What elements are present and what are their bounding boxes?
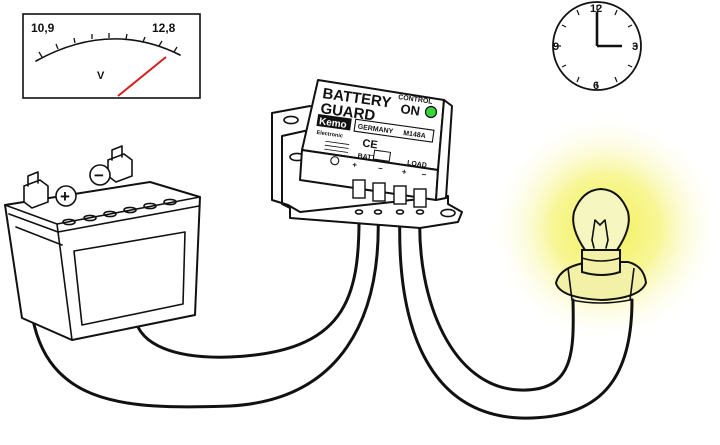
car-battery: + − xyxy=(4,145,201,341)
clock-numeral-3: 3 xyxy=(632,41,638,53)
voltmeter-max-label: 12,8 xyxy=(152,21,176,35)
terminal-load-minus xyxy=(413,188,427,208)
module-brand: Kemo xyxy=(318,116,347,131)
brand-badge xyxy=(316,113,352,131)
module-brand-sub: Electronic xyxy=(316,130,343,140)
terminal-block xyxy=(352,179,427,215)
module-battery-minus: − xyxy=(378,164,384,174)
battery-minus-terminal: − xyxy=(89,145,133,186)
module-load-plus: + xyxy=(401,167,407,177)
terminal-battery-plus xyxy=(352,179,366,199)
battery-plus-symbol: + xyxy=(60,187,70,206)
clock-numeral-12: 12 xyxy=(590,3,602,15)
terminal-battery-minus xyxy=(372,182,386,202)
voltmeter: 10,9 12,8 V xyxy=(22,13,201,99)
bulb-glass xyxy=(572,187,630,251)
light-bulb xyxy=(555,187,647,304)
module-ce-mark: CE xyxy=(362,137,379,151)
module-battery-plus: + xyxy=(352,160,358,170)
wires xyxy=(26,210,634,420)
module-model: M148A xyxy=(403,130,426,140)
battery-minus-symbol: − xyxy=(94,166,104,185)
dip-switch xyxy=(372,149,392,162)
adjust-knob xyxy=(330,156,340,166)
module-control-label: CONTROL xyxy=(398,94,434,106)
voltmeter-unit-label: V xyxy=(97,70,105,82)
module-load-label: LOAD xyxy=(407,160,428,170)
terminal-load-plus xyxy=(393,185,407,205)
control-led xyxy=(424,105,438,119)
clock-numeral-6: 6 xyxy=(593,80,599,92)
voltmeter-min-label: 10,9 xyxy=(31,21,55,35)
battery-guard-module: BATTERY GUARD CONTROL ON Kemo Electronic… xyxy=(271,79,463,229)
clock-numeral-9: 9 xyxy=(553,41,559,53)
clock: 12 3 6 9 xyxy=(552,1,642,92)
battery-plus-terminal: + xyxy=(23,171,77,209)
module-country: GERMANY xyxy=(357,124,394,136)
module-control-state: ON xyxy=(400,101,421,119)
module-load-minus: − xyxy=(421,170,427,180)
voltmeter-needle xyxy=(117,56,167,97)
